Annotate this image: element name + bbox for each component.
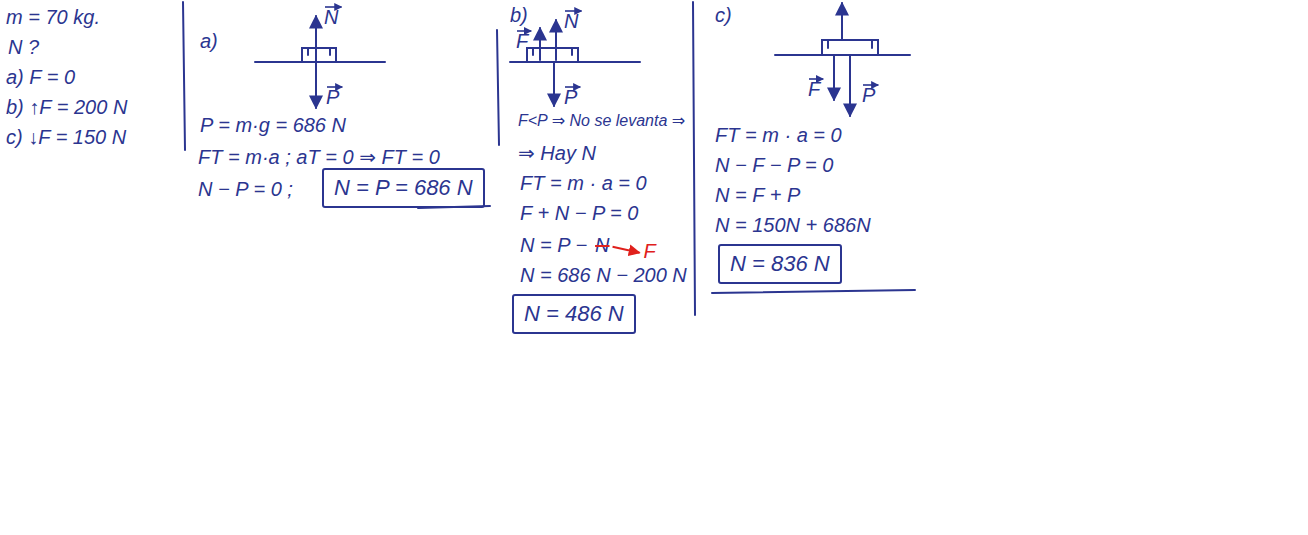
equation: P = m·g = 686 N — [200, 114, 346, 137]
result-box: N = 486 N — [512, 294, 636, 334]
body-block — [822, 40, 878, 55]
part-label: c) — [715, 4, 732, 27]
equation: FT = m · a = 0 — [715, 124, 842, 147]
divider-line — [497, 30, 499, 145]
vector-label: P — [862, 84, 875, 107]
floor-line — [510, 61, 640, 63]
crossed-term: N — [595, 234, 609, 257]
given-data: N ? — [8, 36, 39, 59]
result-text: N = 486 N — [524, 301, 624, 326]
note: ⇒ Hay N — [518, 142, 596, 165]
body-block — [527, 48, 578, 62]
vector-label: N — [564, 10, 578, 33]
given-data: m = 70 kg. — [6, 6, 100, 29]
vector-label: N — [324, 6, 338, 29]
divider-line — [693, 2, 695, 315]
underline — [712, 290, 915, 293]
note: F<P ⇒ No se levanta ⇒ — [518, 112, 685, 130]
equation: N − P = 0 ; — [198, 178, 293, 201]
vector-label: P — [564, 86, 577, 109]
body-block — [302, 48, 336, 62]
force-arrow — [315, 62, 317, 108]
vector-label: F — [808, 78, 820, 101]
force-arrow — [315, 16, 317, 62]
equation: N = P − — [520, 234, 587, 257]
equation: N = 686 N − 200 N — [520, 264, 687, 287]
vector-label: P — [326, 86, 339, 109]
vector-label: F — [516, 30, 528, 53]
correction-arrow — [613, 247, 640, 253]
given-data: c) ↓F = 150 N — [6, 126, 126, 149]
force-arrow — [539, 28, 541, 60]
result-text: N = P = 686 N — [334, 175, 473, 200]
force-arrow — [833, 55, 835, 100]
part-label: b) — [510, 4, 528, 27]
given-data: a) F = 0 — [6, 66, 75, 89]
equation: FT = m·a ; aT = 0 ⇒ FT = 0 — [198, 146, 440, 169]
result-box: N = 836 N — [718, 244, 842, 284]
floor-line — [255, 61, 385, 63]
result-box: N = P = 686 N — [322, 168, 485, 208]
force-arrow — [849, 55, 851, 116]
result-text: N = 836 N — [730, 251, 830, 276]
force-arrow — [841, 3, 843, 40]
part-label: a) — [200, 30, 218, 53]
equation: N = 150N + 686N — [715, 214, 871, 237]
equation: N − F − P = 0 — [715, 154, 833, 177]
force-arrow — [553, 62, 555, 106]
correction: F — [644, 240, 656, 263]
equation: FT = m · a = 0 — [520, 172, 647, 195]
equation: F + N − P = 0 — [520, 202, 638, 225]
force-arrow — [555, 20, 557, 60]
floor-line — [775, 54, 910, 56]
equation: N = F + P — [715, 184, 800, 207]
given-data: b) ↑F = 200 N — [6, 96, 127, 119]
divider-line — [183, 2, 185, 150]
